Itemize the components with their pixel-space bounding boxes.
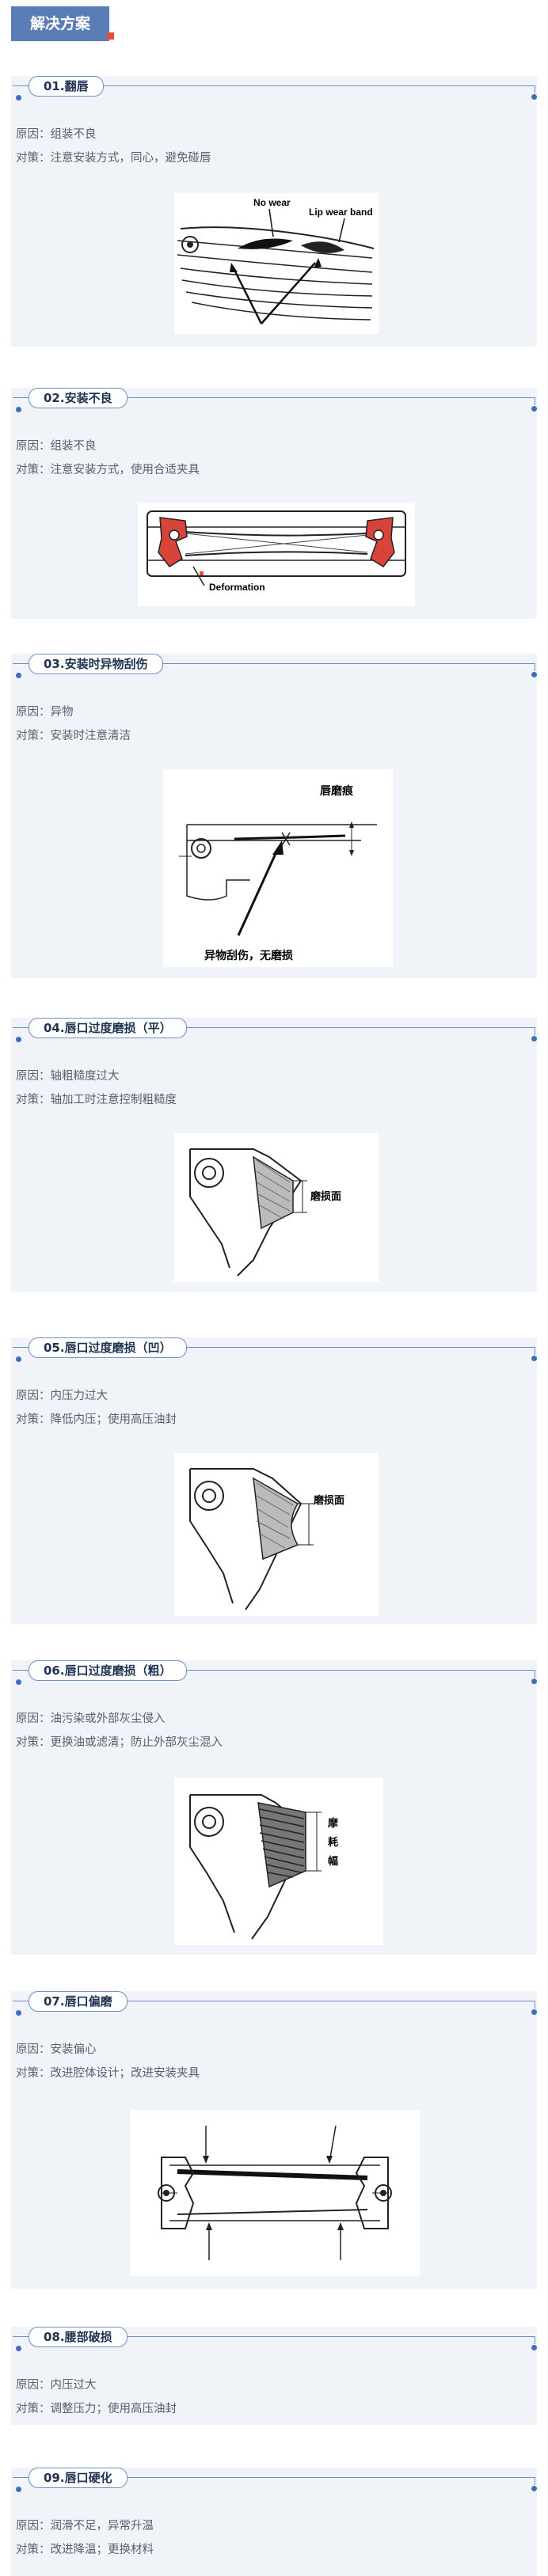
section-title-bar: 02.安装不良 [13, 388, 537, 412]
section-title-bar: 04.唇口过度磨损（平） [13, 1018, 537, 1042]
cause-text: 原因：润滑不足，异常升温 [16, 2520, 154, 2532]
concave-wear-figure: 磨损面 [174, 1453, 379, 1616]
section-01: 01.翻唇 原因：组装不良 对策：注意安装方式，同心，避免碰唇 No wear … [11, 76, 537, 347]
title-bar-dot [531, 2345, 537, 2350]
title-bar-dot [16, 95, 21, 101]
section-06: 06.唇口过度磨损（粗） 原因：油污染或外部灰尘侵入 对策：更换油或滤清；防止外… [11, 1660, 537, 1955]
figure-label: Lip wear band [309, 207, 373, 218]
section-title: 07.唇口偏磨 [29, 1991, 127, 2012]
figure-label: 异物刮伤，无磨损 [204, 949, 293, 962]
title-bar-dot [16, 2487, 21, 2492]
title-bar-dot [531, 1036, 537, 1041]
measure-text: 对策：调整压力；使用高压油封 [16, 2403, 177, 2415]
title-bar-dot [531, 1356, 537, 1361]
section-09: 09.唇口硬化 原因：润滑不足，异常升温 对策：改进降温；更换材料 [11, 2468, 537, 2576]
measure-text: 对策：安装时注意清洁 [16, 730, 131, 742]
title-bar-dot [531, 2009, 537, 2015]
cause-text: 原因：异物 [16, 706, 74, 719]
measure-text: 对策：降低内压；使用高压油封 [16, 1413, 177, 1426]
solution-header-tag: 解决方案 [11, 6, 114, 41]
section-title-bar: 03.安装时异物刮伤 [13, 654, 537, 678]
cause-text: 原因：轴粗糙度过大 [16, 1070, 120, 1083]
section-title-bar: 06.唇口过度磨损（粗） [13, 1660, 537, 1685]
lip-flip-figure: No wear Lip wear band [174, 193, 379, 334]
header-accent-square [107, 32, 114, 40]
figure-label: 唇磨痕 [320, 784, 354, 798]
title-bar-dot [16, 407, 21, 412]
measure-text: 对策：注意安装方式，同心，避免碰唇 [16, 152, 211, 165]
title-bar-dot [531, 2486, 537, 2491]
title-bar-dot [16, 2346, 21, 2351]
title-bar-dot [16, 2010, 21, 2016]
section-04: 04.唇口过度磨损（平） 原因：轴粗糙度过大 对策：轴加工时注意控制粗糙度 磨损… [11, 1018, 537, 1292]
cause-text: 原因：内压过大 [16, 2379, 97, 2392]
figure-label: 幅 [328, 1855, 338, 1868]
eccentric-wear-figure [130, 2110, 420, 2276]
solution-header-title: 解决方案 [29, 15, 90, 32]
section-03: 03.安装时异物刮伤 原因：异物 对策：安装时注意清洁 唇磨痕 异 [11, 654, 537, 978]
figure-label: 磨损面 [310, 1190, 341, 1203]
title-bar-dot [16, 673, 21, 678]
section-title-bar: 01.翻唇 [13, 76, 537, 101]
section-title-bar: 07.唇口偏磨 [13, 1991, 537, 2016]
flat-wear-figure: 磨损面 [174, 1133, 379, 1282]
cause-text: 原因：油污染或外部灰尘侵入 [16, 1713, 166, 1725]
cause-text: 原因：内压力过大 [16, 1390, 108, 1402]
measure-text: 对策：改进降温；更换材料 [16, 2544, 154, 2556]
title-bar-dot [531, 406, 537, 412]
section-title-bar: 08.腰部破损 [13, 2327, 537, 2351]
title-bar-dot [16, 1679, 21, 1685]
title-bar-dot [16, 1037, 21, 1042]
section-05: 05.唇口过度磨损（凹） 原因：内压力过大 对策：降低内压；使用高压油封 磨损面 [11, 1337, 537, 1624]
cause-text: 原因：安装偏心 [16, 2043, 97, 2056]
figure-label: 磨损面 [314, 1494, 344, 1507]
section-title: 01.翻唇 [29, 76, 104, 97]
figure-label: 摩 [328, 1817, 339, 1830]
foreign-scratch-figure: 唇磨痕 异物刮伤，无磨损 [163, 769, 393, 967]
measure-text: 对策：注意安装方式，使用合适夹具 [16, 464, 200, 476]
section-title: 08.腰部破损 [29, 2327, 127, 2347]
section-title: 04.唇口过度磨损（平） [29, 1018, 187, 1038]
installation-deformation-figure: Deformation [138, 503, 415, 606]
section-07: 07.唇口偏磨 原因：安装偏心 对策：改进腔体设计；改进安装夹具 [11, 1991, 537, 2289]
section-08: 08.腰部破损 原因：内压过大 对策：调整压力；使用高压油封 [11, 2327, 537, 2425]
section-title-bar: 05.唇口过度磨损（凹） [13, 1337, 537, 1362]
measure-text: 对策：改进腔体设计；改进安装夹具 [16, 2067, 200, 2080]
section-title: 06.唇口过度磨损（粗） [29, 1660, 187, 1681]
title-bar-dot [531, 672, 537, 677]
figure-label: 耗 [328, 1836, 338, 1849]
section-title-bar: 09.唇口硬化 [13, 2468, 537, 2492]
section-title: 03.安装时异物刮伤 [29, 654, 163, 674]
title-bar-dot [531, 1679, 537, 1684]
measure-text: 对策：更换油或滤清；防止外部灰尘混入 [16, 1736, 223, 1749]
figure-label: Deformation [209, 582, 265, 593]
title-bar-dot [531, 94, 537, 100]
section-title: 09.唇口硬化 [29, 2468, 127, 2488]
cause-text: 原因：组装不良 [16, 128, 97, 141]
cause-text: 原因：组装不良 [16, 440, 97, 453]
section-title: 05.唇口过度磨损（凹） [29, 1337, 187, 1358]
section-title: 02.安装不良 [29, 388, 127, 408]
title-bar-dot [16, 1356, 21, 1362]
figure-label: No wear [253, 197, 291, 208]
rough-wear-figure: 摩 耗 幅 [174, 1777, 383, 1945]
measure-text: 对策：轴加工时注意控制粗糙度 [16, 1094, 177, 1106]
section-02: 02.安装不良 原因：组装不良 对策：注意安装方式，使用合适夹具 Deforma… [11, 388, 537, 619]
